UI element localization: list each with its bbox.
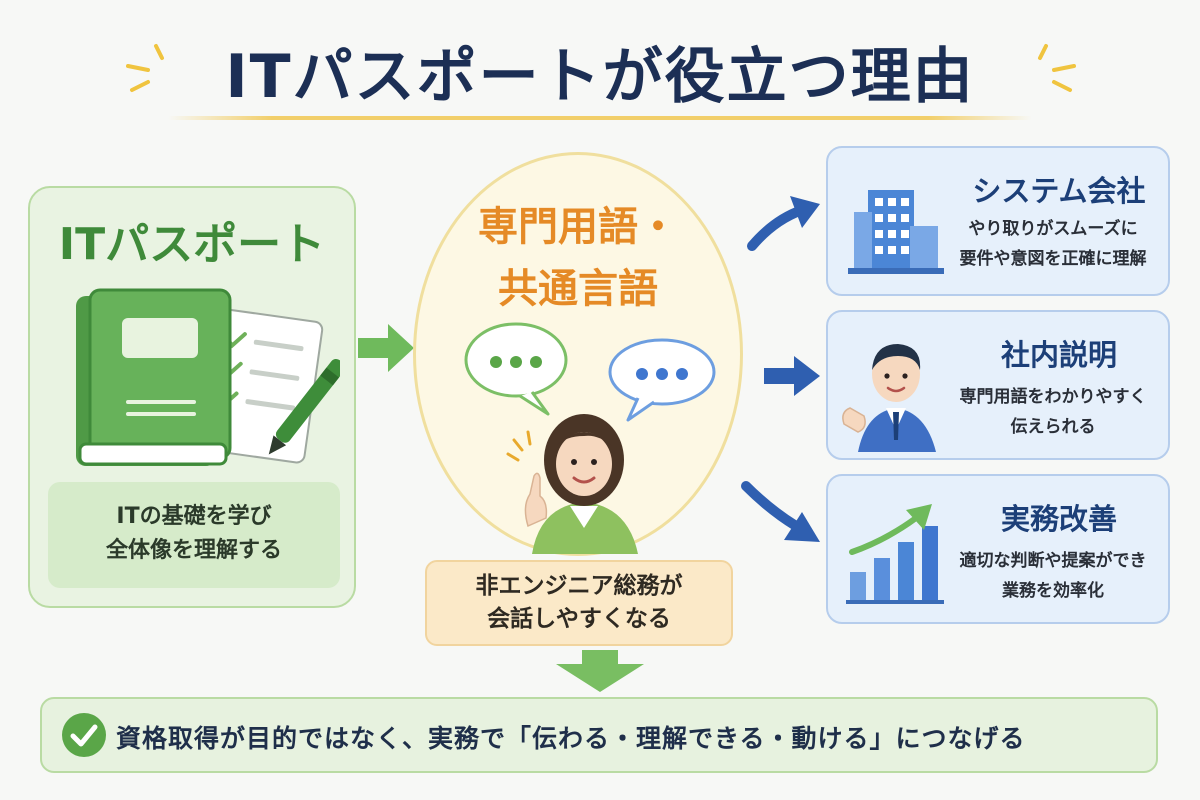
- study-book-icon: [76, 288, 340, 466]
- sparkle-left-icon: [126, 44, 164, 92]
- conclusion-text: 資格取得が目的ではなく、実務で「伝わる・理解できる・動ける」につなげる: [116, 724, 1026, 753]
- building-icon: [848, 190, 944, 274]
- heading-line: 共通言語: [498, 266, 658, 312]
- conversation-caption: 非エンジニア総務が 会話しやすくなる: [425, 560, 733, 646]
- arrow-up-right-blue-icon: [747, 196, 820, 251]
- card-title: 実務改善: [1000, 502, 1117, 536]
- card-desc-line: 伝えられる: [1010, 417, 1096, 437]
- common-language-heading: 専門用語・ 共通言語: [413, 196, 743, 320]
- it-passport-heading: ITパスポート: [58, 219, 326, 270]
- arrow-down-green-icon: [556, 650, 644, 692]
- check-circle-icon: [62, 713, 106, 757]
- heading-line: 専門用語・: [478, 204, 678, 250]
- caption-line: 非エンジニア総務が: [475, 573, 683, 599]
- it-passport-panel: ITパスポート ITの基礎を学び 全体像を理解する: [28, 186, 356, 608]
- businessman-icon: [842, 344, 936, 452]
- page-title: ITパスポートが役立つ理由: [225, 42, 975, 112]
- arrow-right-blue-icon: [764, 356, 820, 396]
- title-underline: [168, 116, 1032, 120]
- caption-line: 全体像を理解する: [105, 538, 282, 563]
- card-desc-line: 業務を効率化: [1002, 581, 1104, 601]
- caption-line: ITの基礎を学び: [116, 504, 272, 529]
- card-desc-line: 要件や意図を正確に理解: [959, 249, 1147, 269]
- card-desc-line: 適切な判断や提案ができ: [959, 551, 1147, 571]
- it-passport-caption: ITの基礎を学び 全体像を理解する: [48, 482, 340, 588]
- card-desc-line: 専門用語をわかりやすく: [959, 387, 1147, 407]
- card-title: システム会社: [972, 174, 1146, 208]
- work-improvement-card: 実務改善 適切な判断や提案ができ 業務を効率化: [826, 474, 1170, 624]
- card-title: 社内説明: [1000, 338, 1117, 372]
- internal-explanation-card: 社内説明 専門用語をわかりやすく 伝えられる: [826, 310, 1170, 460]
- speech-bubble-blue-icon: [608, 338, 716, 422]
- sparkle-right-icon: [1038, 44, 1076, 92]
- arrow-down-right-blue-icon: [741, 481, 820, 542]
- system-company-card: システム会社 やり取りがスムーズに 要件や意図を正確に理解: [826, 146, 1170, 296]
- woman-staff-illustration: [506, 414, 638, 554]
- arrow-right-green-icon: [358, 324, 414, 372]
- card-desc-line: やり取りがスムーズに: [968, 219, 1138, 239]
- speech-bubble-green-icon: [464, 322, 568, 416]
- caption-line: 会話しやすくなる: [487, 606, 671, 632]
- conclusion-bar: [40, 697, 1158, 773]
- growth-chart-icon: [846, 504, 944, 604]
